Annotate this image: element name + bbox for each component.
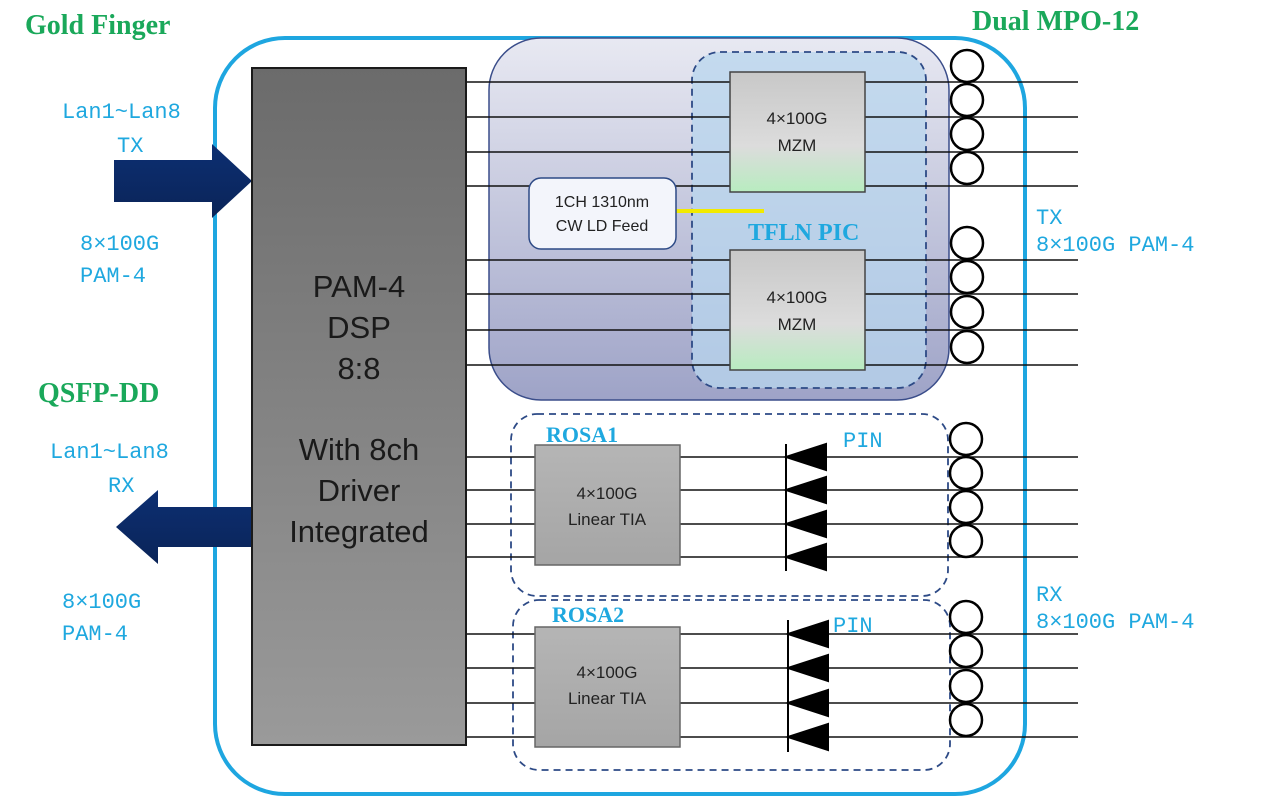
fiber-connectors bbox=[948, 48, 985, 738]
dsp-label-3: 8:8 bbox=[337, 351, 380, 386]
fiber-ring-icon bbox=[949, 225, 985, 261]
mzm-top-label-2: MZM bbox=[778, 136, 817, 155]
rosa1-region bbox=[510, 413, 949, 597]
pin-diode-icon bbox=[784, 653, 829, 683]
pin-diode-icon bbox=[782, 509, 827, 539]
rosa2-tia-label-1: 4×100G bbox=[577, 663, 638, 682]
pin-diode-icon bbox=[784, 688, 829, 718]
dual-mpo-label: Dual MPO-12 bbox=[972, 6, 1139, 37]
qsfp-dd-label: QSFP-DD bbox=[38, 378, 159, 409]
rx-lanes-label-2: RX bbox=[108, 474, 134, 499]
tx-output-label-2: 8×100G PAM-4 bbox=[1036, 233, 1194, 258]
fiber-ring-icon bbox=[949, 48, 985, 84]
tx-output-label: TX bbox=[1036, 206, 1062, 231]
cw-ld-label-2: CW LD Feed bbox=[556, 218, 648, 235]
fiber-ring-icon bbox=[949, 150, 985, 186]
pin-diode-icon bbox=[784, 722, 829, 752]
rx-rate-label-2: PAM-4 bbox=[62, 622, 128, 647]
tx-lanes-label-2: TX bbox=[117, 134, 143, 159]
fiber-ring-icon bbox=[948, 599, 984, 635]
rx-output-label-2: 8×100G PAM-4 bbox=[1036, 610, 1194, 635]
tx-lanes-label: Lan1~Lan8 bbox=[62, 100, 181, 125]
pin-diode-icon bbox=[782, 442, 827, 472]
dsp-block bbox=[251, 67, 467, 746]
tfln-pic-title: TFLN PIC bbox=[748, 220, 859, 246]
dsp-label-1: PAM-4 bbox=[313, 269, 405, 304]
fiber-ring-icon bbox=[949, 294, 985, 330]
fiber-ring-icon bbox=[948, 702, 984, 738]
mzm-top-label-1: 4×100G bbox=[767, 109, 828, 128]
fiber-ring-icon bbox=[948, 489, 984, 525]
rosa2-pin-diodes bbox=[784, 619, 829, 752]
mzm-bottom-block bbox=[729, 249, 866, 371]
dsp-label-5: Driver bbox=[318, 473, 401, 508]
rosa1-tia-block bbox=[534, 444, 681, 566]
dsp-label-6: Integrated bbox=[289, 514, 429, 549]
pin-diode-icon bbox=[782, 542, 827, 572]
fiber-ring-icon bbox=[948, 421, 984, 457]
tx-input-arrow bbox=[114, 144, 252, 218]
rosa1-tia-label-1: 4×100G bbox=[577, 484, 638, 503]
pin-diode-icon bbox=[784, 619, 829, 649]
fiber-ring-icon bbox=[948, 455, 984, 491]
rx-output-arrow bbox=[116, 490, 252, 564]
tx-rate-label: 8×100G bbox=[80, 232, 159, 257]
mzm-bottom-label-1: 4×100G bbox=[767, 288, 828, 307]
rosa1-pin-label: PIN bbox=[843, 429, 883, 454]
cw-ld-feed-block bbox=[528, 177, 677, 250]
fiber-ring-icon bbox=[949, 329, 985, 365]
rosa2-tia-block bbox=[534, 626, 681, 748]
fiber-ring-icon bbox=[948, 523, 984, 559]
rosa2-pin-label: PIN bbox=[833, 614, 873, 639]
fiber-ring-icon bbox=[948, 633, 984, 669]
dsp-label-4: With 8ch bbox=[299, 432, 420, 467]
rx-lanes-label: Lan1~Lan8 bbox=[50, 440, 169, 465]
fiber-ring-icon bbox=[949, 259, 985, 295]
fiber-ring-icon bbox=[948, 668, 984, 704]
pin-diode-icon bbox=[782, 475, 827, 505]
mzm-top-block bbox=[729, 71, 866, 193]
cw-ld-label-1: 1CH 1310nm bbox=[555, 194, 649, 211]
rosa1-pin-diodes bbox=[782, 442, 827, 572]
rosa1-title: ROSA1 bbox=[546, 422, 618, 447]
rosa1-tia-label-2: Linear TIA bbox=[568, 510, 647, 529]
rx-output-label: RX bbox=[1036, 583, 1062, 608]
rx-rate-label: 8×100G bbox=[62, 590, 141, 615]
rx-signal-lines bbox=[466, 456, 1078, 738]
tx-rate-label-2: PAM-4 bbox=[80, 264, 146, 289]
mzm-bottom-label-2: MZM bbox=[778, 315, 817, 334]
rosa2-tia-label-2: Linear TIA bbox=[568, 689, 647, 708]
dsp-label-2: DSP bbox=[327, 310, 391, 345]
fiber-ring-icon bbox=[949, 82, 985, 118]
rosa2-title: ROSA2 bbox=[552, 602, 624, 627]
gold-finger-label: Gold Finger bbox=[25, 10, 170, 41]
fiber-ring-icon bbox=[949, 116, 985, 152]
